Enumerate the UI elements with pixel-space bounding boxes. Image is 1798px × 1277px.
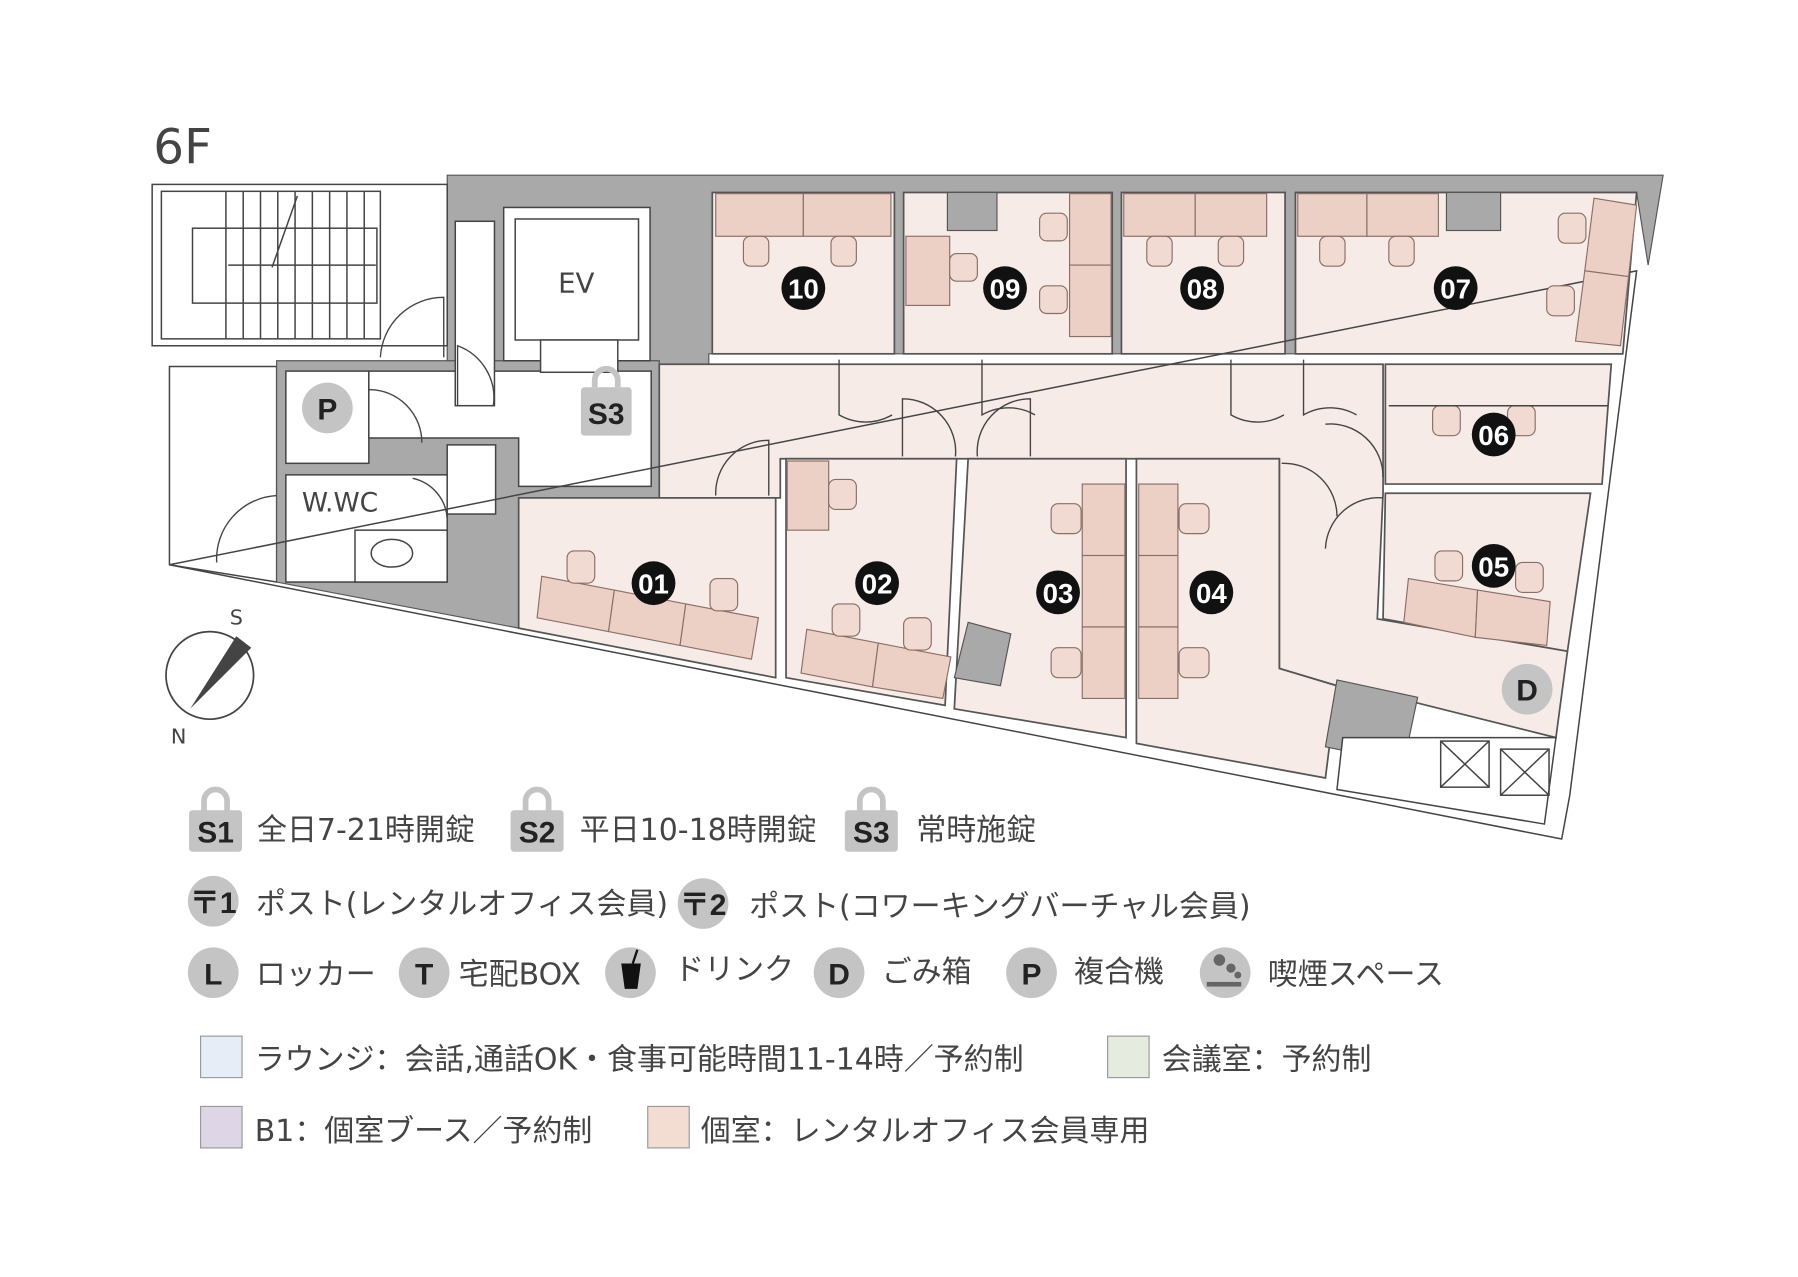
svg-text:B1：個室ブース／予約制: B1：個室ブース／予約制 [255,1114,593,1149]
lock-icon: S3 [580,366,632,436]
svg-text:D: D [828,958,850,991]
room-badge-05: 05 [1471,543,1516,588]
smoking-icon [1206,954,1242,987]
legend-smoking: 喫煙スペース [1199,947,1444,999]
entrance-hall [368,370,652,488]
elevator-car [514,218,640,341]
svg-text:ロッカー: ロッカー [256,957,376,992]
room-badge-09: 09 [983,266,1027,311]
svg-text:02: 02 [862,569,893,600]
svg-text:01: 01 [638,569,669,600]
legend-lock-s1: S1 全日7-21時開錠 [189,786,475,852]
svg-text:S1: S1 [197,816,234,849]
svg-text:S3: S3 [588,398,625,431]
svg-text:05: 05 [1478,551,1509,582]
svg-text:宅配BOX: 宅配BOX [459,957,581,992]
delivery-box-icon [398,947,450,999]
svg-text:ポスト(コワーキングバーチャル会員): ポスト(コワーキングバーチャル会員) [749,889,1250,924]
doors [215,344,1384,563]
legend-post-1: 〒1 ポスト(レンタルオフィス会員) [187,875,668,927]
svg-text:P: P [317,394,337,427]
room-badge-02: 02 [855,561,899,606]
svg-text:09: 09 [990,274,1021,305]
legend-area-lounge: ラウンジ：会話,通話OK・食事可能時間11-14時／予約制 [199,1035,1024,1079]
room-badge-01: 01 [631,561,676,606]
room-badge-06: 06 [1471,412,1516,457]
vents [1439,740,1550,796]
restroom-label: W.WC [302,488,378,519]
printer-icon: P [301,382,353,434]
svg-text:07: 07 [1440,274,1471,305]
staircase [151,183,448,358]
floor-label: 6F [153,120,212,176]
pillar [1445,191,1502,232]
pillar [946,191,998,232]
room-badge-10: 10 [781,266,826,311]
legend-drink: ドリンク [605,947,794,999]
svg-text:06: 06 [1478,420,1509,451]
booth-swatch [199,1105,243,1149]
private-room-swatch [647,1105,690,1149]
svg-text:03: 03 [1043,578,1074,609]
toilet-icon [370,538,414,568]
elevator-label: EV [558,267,594,300]
trash-icon: D [1501,663,1553,715]
svg-text:個室：レンタルオフィス会員専用: 個室：レンタルオフィス会員専用 [701,1114,1150,1149]
lounge-swatch [199,1035,243,1079]
shaft [454,220,496,407]
legend: S1 全日7-21時開錠 S2 平日10-18時開錠 S3 常時施錠 〒1 ポス… [187,786,1444,1149]
compass: S N [165,606,255,748]
legend-area-private: 個室：レンタルオフィス会員専用 [647,1105,1150,1149]
legend-lock-s3: S3 常時施錠 [844,786,1036,852]
svg-text:P: P [1022,958,1042,991]
room-badge-03: 03 [1036,570,1080,615]
svg-text:平日10-18時開錠: 平日10-18時開錠 [580,813,817,848]
legend-delivery-box: T 宅配BOX [398,947,581,999]
legend-lock-s2: S2 平日10-18時開錠 [510,786,817,852]
exterior-wall [169,269,1638,840]
svg-text:〒1: 〒1 [190,887,237,920]
legend-printer: P 複合機 [1006,947,1164,999]
svg-text:10: 10 [788,274,819,305]
legend-area-booth: B1：個室ブース／予約制 [199,1105,593,1149]
svg-text:複合機: 複合機 [1074,955,1164,990]
svg-text:喫煙スペース: 喫煙スペース [1268,957,1444,992]
pillar [953,621,1012,687]
room-badge-07: 07 [1433,266,1478,311]
meeting-room-swatch [1107,1035,1150,1079]
legend-post-2: 〒2 ポスト(コワーキングバーチャル会員) [677,878,1251,929]
svg-text:ラウンジ：会話,通話OK・食事可能時間11-14時／予約制: ラウンジ：会話,通話OK・食事可能時間11-14時／予約制 [255,1043,1024,1078]
legend-area-meeting: 会議室：予約制 [1107,1035,1372,1079]
room-badge-04: 04 [1189,570,1234,615]
room-badges: 10 09 08 07 06 05 01 02 03 04 [631,266,1516,615]
trash-icon [813,947,865,999]
svg-text:〒2: 〒2 [680,889,727,922]
sink [446,444,497,515]
compass-north: N [171,724,187,748]
balcony-left [168,365,278,583]
locker-icon [187,947,239,999]
svg-text:S3: S3 [853,816,890,849]
room-badge-08: 08 [1180,266,1225,311]
drink-cup-icon [621,949,641,989]
compass-needle-icon [190,636,252,709]
svg-text:L: L [204,958,222,991]
svg-text:ごみ箱: ごみ箱 [882,955,972,990]
compass-south: S [230,606,243,630]
svg-text:D: D [1516,675,1538,708]
svg-text:T: T [415,958,433,991]
svg-text:08: 08 [1187,274,1218,305]
svg-text:ポスト(レンタルオフィス会員): ポスト(レンタルオフィス会員) [256,887,668,922]
furniture [536,193,1638,700]
legend-locker: L ロッカー [187,947,376,999]
svg-text:04: 04 [1196,578,1227,609]
legend-trash: D ごみ箱 [813,947,972,999]
svg-text:会議室：予約制: 会議室：予約制 [1162,1043,1372,1078]
svg-text:常時施錠: 常時施錠 [916,813,1036,848]
svg-text:ドリンク: ドリンク [674,953,794,988]
svg-text:全日7-21時開錠: 全日7-21時開錠 [257,813,475,848]
svg-text:S2: S2 [519,816,556,849]
printer-icon [1006,947,1057,999]
